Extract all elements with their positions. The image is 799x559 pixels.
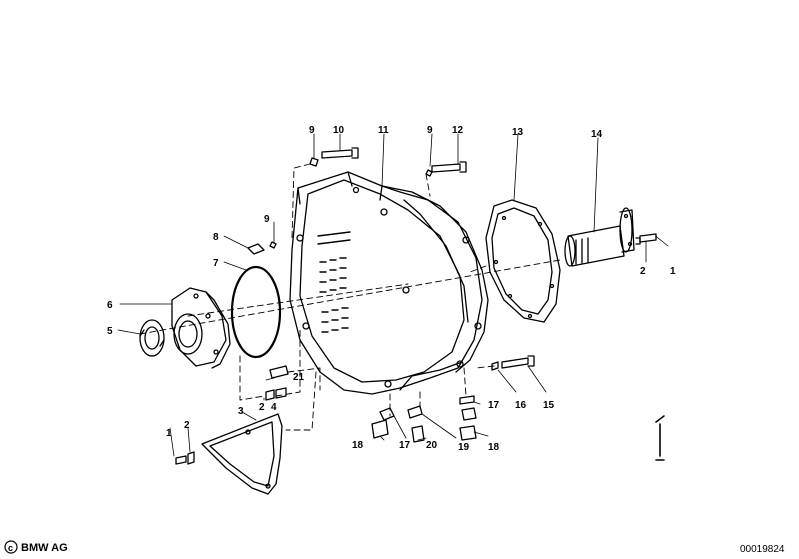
label-14: 14 — [591, 129, 603, 140]
leader-lines — [117, 133, 669, 457]
brand-text: BMW AG — [21, 542, 68, 554]
label-7: 7 — [213, 258, 219, 269]
cropped-fragment — [655, 415, 665, 461]
label-2: 2 — [640, 266, 646, 277]
o-ring — [230, 265, 282, 359]
bell-housing — [289, 171, 489, 395]
label-9: 9 — [309, 125, 315, 136]
dashed-assembly-lines — [139, 163, 561, 431]
document-id: 00019824 — [740, 544, 785, 555]
label-3: 3 — [238, 406, 244, 417]
svg-text:c: c — [8, 543, 13, 553]
part-labels: 9 10 11 9 12 13 14 9 8 7 6 5 2 1 21 2 4 … — [107, 125, 676, 453]
label-6: 6 — [107, 300, 113, 311]
cover-plate — [201, 413, 283, 495]
label-16: 16 — [515, 400, 527, 411]
shaft-seal — [139, 319, 165, 357]
label-5: 5 — [107, 326, 113, 337]
label-2: 2 — [184, 420, 190, 431]
label-20: 20 — [426, 440, 438, 451]
input-shaft — [564, 207, 635, 267]
label-9: 9 — [264, 214, 270, 225]
label-2: 2 — [259, 402, 265, 413]
label-15: 15 — [543, 400, 555, 411]
label-17: 17 — [488, 400, 500, 411]
label-13: 13 — [512, 127, 524, 138]
bearing-cover — [171, 287, 231, 369]
label-21: 21 — [293, 372, 305, 383]
label-12: 12 — [452, 125, 464, 136]
label-1: 1 — [670, 266, 676, 277]
label-11: 11 — [378, 125, 389, 136]
label-1: 1 — [166, 428, 172, 439]
copyright-logo: c BMW AG — [4, 540, 68, 554]
label-17: 17 — [399, 440, 411, 451]
vent-slots — [317, 231, 351, 333]
label-10: 10 — [333, 125, 345, 136]
label-18: 18 — [488, 442, 500, 453]
hardware — [175, 147, 657, 465]
gasket — [485, 199, 561, 323]
label-18: 18 — [352, 440, 364, 451]
label-4: 4 — [271, 402, 277, 413]
label-8: 8 — [213, 232, 219, 243]
label-9: 9 — [427, 125, 433, 136]
label-19: 19 — [458, 442, 470, 453]
